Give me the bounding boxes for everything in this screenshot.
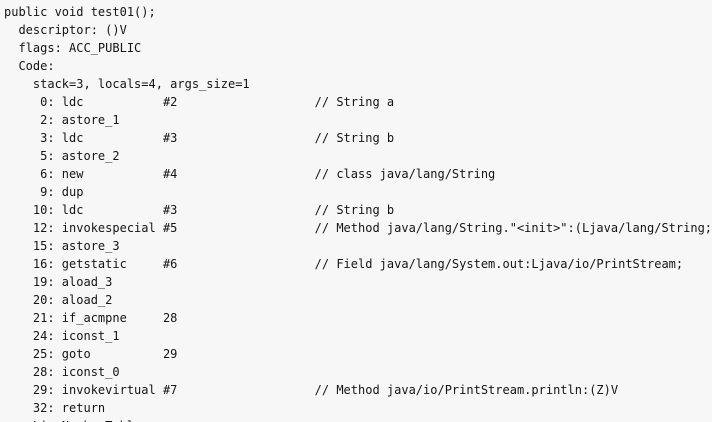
bytecode-instruction-line: 32: return [4, 401, 106, 415]
bytecode-instruction-line: 0: ldc #2 // String a [4, 95, 395, 109]
code-label-line: Code: [4, 59, 55, 73]
bytecode-instruction-line: 10: ldc #3 // String b [4, 203, 395, 217]
javap-output: public void test01(); descriptor: ()V fl… [4, 3, 712, 422]
bytecode-instruction-line: 6: new #4 // class java/lang/String [4, 167, 496, 181]
frame-info-line: stack=3, locals=4, args_size=1 [4, 77, 250, 91]
bytecode-instruction-line: 15: astore_3 [4, 239, 120, 253]
bytecode-instruction-line: 21: if_acmpne 28 [4, 311, 178, 325]
bytecode-instruction-line: 3: ldc #3 // String b [4, 131, 395, 145]
bytecode-instruction-line: 20: aload_2 [4, 293, 113, 307]
descriptor-line: descriptor: ()V [4, 23, 127, 37]
bytecode-instruction-line: 24: iconst_1 [4, 329, 120, 343]
bytecode-instruction-line: 12: invokespecial #5 // Method java/lang… [4, 221, 712, 235]
bytecode-instruction-line: 9: dup [4, 185, 84, 199]
method-signature: public void test01(); [4, 5, 156, 19]
bytecode-instruction-line: 29: invokevirtual #7 // Method java/io/P… [4, 383, 619, 397]
bytecode-instruction-line: 25: goto 29 [4, 347, 178, 361]
flags-line: flags: ACC_PUBLIC [4, 41, 142, 55]
bytecode-instruction-line: 28: iconst_0 [4, 365, 120, 379]
bytecode-instruction-line: 19: aload_3 [4, 275, 113, 289]
bytecode-instruction-line: 16: getstatic #6 // Field java/lang/Syst… [4, 257, 684, 271]
bytecode-instruction-line: 5: astore_2 [4, 149, 120, 163]
bytecode-instruction-line: 2: astore_1 [4, 113, 120, 127]
line-number-table-line: LineNumberTable: [4, 417, 712, 422]
